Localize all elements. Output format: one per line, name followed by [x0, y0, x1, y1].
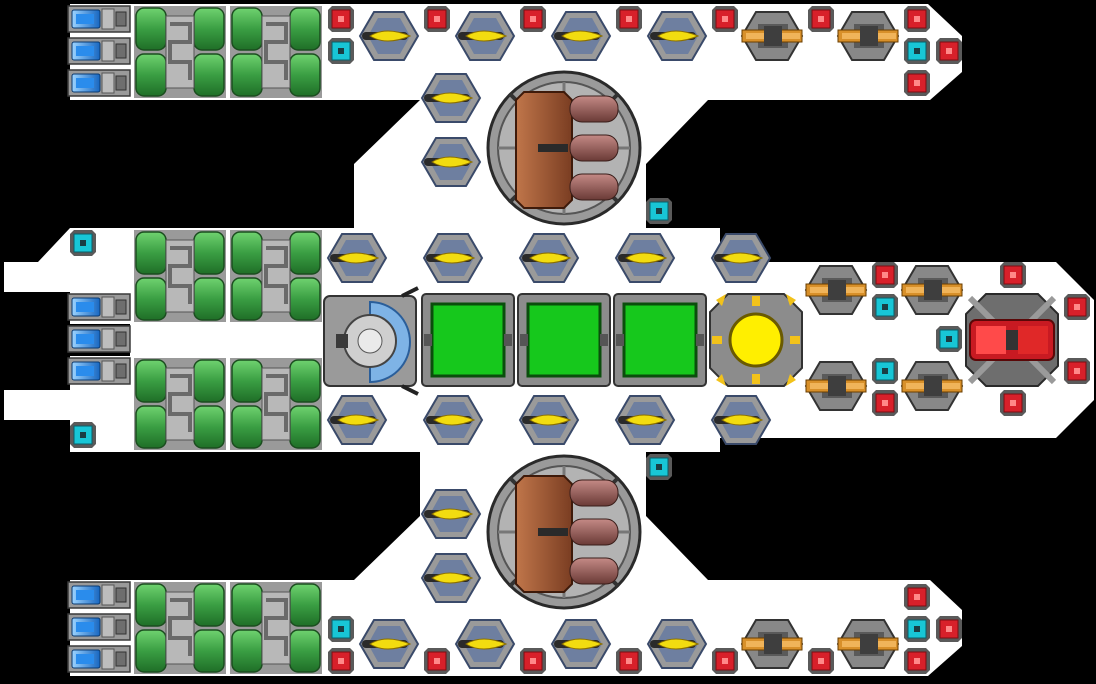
- reactor-core: [709, 293, 803, 387]
- cargo-bay-group: [420, 292, 708, 388]
- triple-gun-turret-top: [486, 70, 642, 226]
- thruster-group-top: [67, 5, 131, 97]
- triple-gun-turret-bottom: [486, 454, 642, 610]
- thruster-group-middle: [67, 293, 131, 385]
- cockpit-dome: [323, 286, 419, 396]
- thruster-group-bottom: [67, 581, 131, 673]
- heavy-cannon-turret: [965, 293, 1059, 387]
